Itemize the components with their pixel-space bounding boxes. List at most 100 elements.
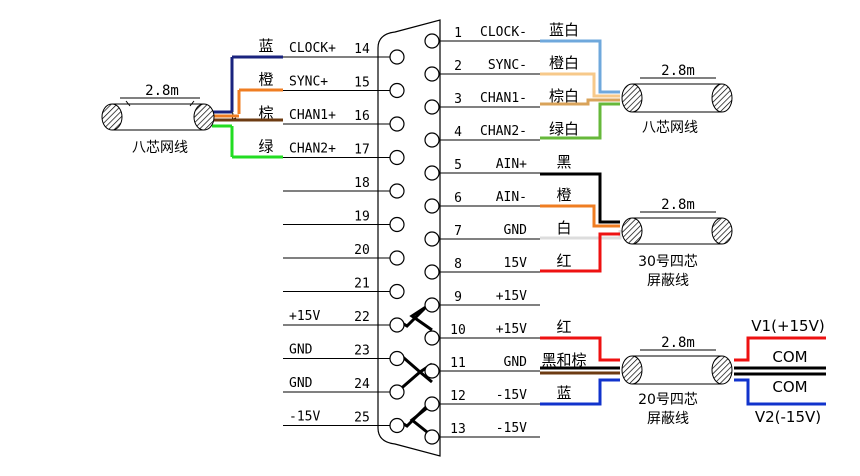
left-pin-21: 21	[283, 277, 405, 300]
pin-number: 5	[454, 158, 462, 173]
pin-number: 19	[354, 210, 370, 225]
wire-color-label: 绿	[258, 138, 273, 156]
pin-hole	[424, 165, 440, 181]
pin-number: 23	[354, 344, 370, 359]
pin-number: 9	[454, 290, 462, 305]
wire-color-label: 橙	[258, 71, 273, 89]
left-pin-20: 20	[283, 243, 405, 266]
right-bot-cable: 2.8m 20号四芯 屏蔽线 V1(+15V) COM COM V2(-15V)	[540, 317, 826, 427]
right-pin-8: 8 15V 红	[424, 252, 572, 280]
wire-color-label: 红	[556, 252, 571, 270]
left-pin-22: 22 +15V	[283, 309, 405, 333]
pin-number: 10	[450, 323, 466, 338]
wire-color-label: 白	[556, 219, 571, 237]
pin-hole	[424, 363, 440, 379]
pin-signal: GND	[504, 355, 528, 370]
right-pin-11: 11 GND 黑和棕	[424, 351, 587, 379]
pin-signal: GND	[289, 343, 313, 358]
left-cable-caption: 八芯网线	[132, 140, 188, 156]
pin-hole	[389, 384, 405, 400]
pin-hole	[424, 66, 440, 82]
pin-signal: CLOCK+	[289, 41, 336, 56]
pin-hole	[424, 297, 440, 313]
pin-signal: 15V	[504, 256, 528, 271]
wire-color-label: 黑和棕	[541, 351, 586, 369]
right-bot-cable-length: 2.8m	[661, 335, 695, 351]
left-pin-18: 18	[283, 176, 405, 199]
pin-signal: +15V	[496, 322, 527, 337]
pin-signal: CLOCK-	[480, 25, 527, 40]
pin-hole	[389, 116, 405, 132]
wire-color-label: 棕	[258, 104, 273, 122]
pin-signal: +15V	[289, 309, 320, 324]
wire-color-label: 红	[556, 318, 571, 336]
right-mid-cable-length: 2.8m	[661, 197, 695, 213]
left-cable-length: 2.8m	[145, 83, 179, 99]
right-mid-cable: 2.8m 30号四芯 屏蔽线	[540, 172, 733, 289]
right-bot-cable-caption-1: 20号四芯	[638, 392, 698, 408]
wire-color-label: 绿白	[549, 120, 579, 138]
right-top-cable-length: 2.8m	[661, 63, 695, 79]
pin-signal: AIN-	[496, 190, 527, 205]
pin-number: 3	[454, 92, 462, 107]
pin-number: 21	[354, 277, 370, 292]
pin-hole	[389, 250, 405, 266]
pin-hole	[389, 216, 405, 233]
right-mid-cable-caption-1: 30号四芯	[638, 254, 698, 270]
pin-hole	[424, 198, 440, 214]
pin-hole	[389, 149, 405, 166]
wire-color-label: 橙	[556, 186, 571, 204]
pin-number: 17	[354, 143, 370, 158]
pin-number: 20	[354, 243, 370, 258]
pin-number: 8	[454, 257, 462, 272]
pin-number: 15	[354, 76, 370, 91]
output-v2-label: V2(-15V)	[755, 408, 821, 426]
pin-hole	[424, 231, 440, 247]
pin-hole	[389, 317, 405, 333]
pin-hole	[424, 330, 440, 346]
pin-number: 24	[354, 377, 370, 392]
pin-signal: SYNC-	[488, 58, 527, 73]
pin-number: 2	[454, 59, 462, 74]
pin-hole	[424, 132, 440, 148]
pin-number: 11	[450, 356, 466, 371]
pin-signal: CHAN1+	[289, 108, 336, 123]
pin-hole	[389, 183, 405, 199]
pin-hole	[424, 264, 440, 280]
pin-signal: -15V	[289, 410, 320, 425]
wire-color-label: 蓝	[258, 37, 273, 55]
pin-signal: -15V	[496, 388, 527, 403]
right-pin-13: 13-15V	[424, 421, 540, 445]
right-top-cable-caption: 八芯网线	[642, 120, 698, 136]
pin-hole	[424, 429, 440, 445]
pin-hole	[389, 82, 405, 99]
right-pin-10: 10 +15V 红	[424, 318, 572, 346]
pin-hole	[424, 396, 440, 412]
pin-number: 18	[354, 176, 370, 191]
left-pin-23: 23 GND	[283, 343, 405, 367]
left-pin-19: 19	[283, 210, 405, 233]
wire-color-label: 蓝	[556, 384, 571, 402]
pin-number: 22	[354, 310, 370, 325]
pin-hole	[389, 417, 405, 434]
output-v1-label: V1(+15V)	[751, 317, 824, 335]
pin-hole	[389, 283, 405, 300]
pin-signal: GND	[504, 223, 528, 238]
right-bot-cable-caption-2: 屏蔽线	[647, 411, 689, 427]
left-pin-25: 25-15V	[283, 410, 405, 434]
wire-color-label: 蓝白	[549, 21, 579, 39]
wire-color-label: 棕白	[549, 87, 579, 105]
pin-signal: CHAN2+	[289, 142, 336, 157]
pin-hole	[389, 350, 405, 367]
pin-hole	[424, 99, 440, 115]
